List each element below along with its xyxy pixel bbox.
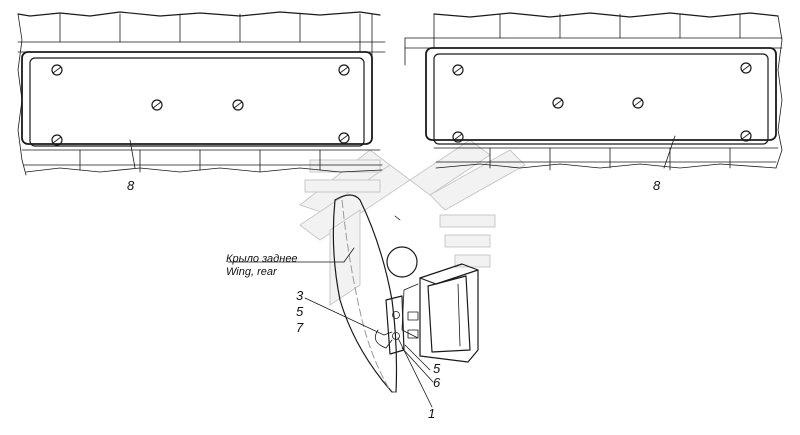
left-mudguard-panel	[21, 51, 373, 147]
callout-1: 1	[428, 406, 435, 421]
panel-bolt	[338, 132, 350, 144]
panel-bolt	[452, 64, 464, 76]
leader-lines	[129, 135, 676, 408]
panel-bolt	[740, 62, 752, 74]
rear-lamp-housing	[401, 263, 479, 363]
callout-7: 7	[296, 320, 304, 335]
callout-3: 3	[296, 288, 304, 303]
callout-left-panel: 8	[127, 178, 135, 193]
panel-bolt	[552, 97, 564, 109]
bracket-ball	[386, 215, 418, 278]
panel-bolt	[151, 99, 163, 111]
right-mudguard-panel	[425, 47, 777, 145]
wing-label-ru: Крыло заднее	[226, 253, 298, 265]
panel-bolt	[632, 97, 644, 109]
panel-bolt	[232, 99, 244, 111]
rear-wing	[332, 194, 398, 393]
callout-5: 5	[296, 304, 304, 319]
panel-bolt	[740, 130, 752, 142]
panel-bolt	[338, 64, 350, 76]
left-frame-section	[17, 11, 386, 176]
mounting-bracket	[374, 295, 419, 355]
panel-bolt	[452, 131, 464, 143]
panel-bolt	[51, 64, 63, 76]
callout-right-panel: 8	[653, 178, 661, 193]
watermark-logo	[298, 139, 526, 306]
callout-6: 6	[433, 375, 441, 390]
wing-label-en: Wing, rear	[226, 266, 278, 278]
callout-5-lower: 5	[433, 361, 441, 376]
panel-bolt	[51, 134, 63, 146]
